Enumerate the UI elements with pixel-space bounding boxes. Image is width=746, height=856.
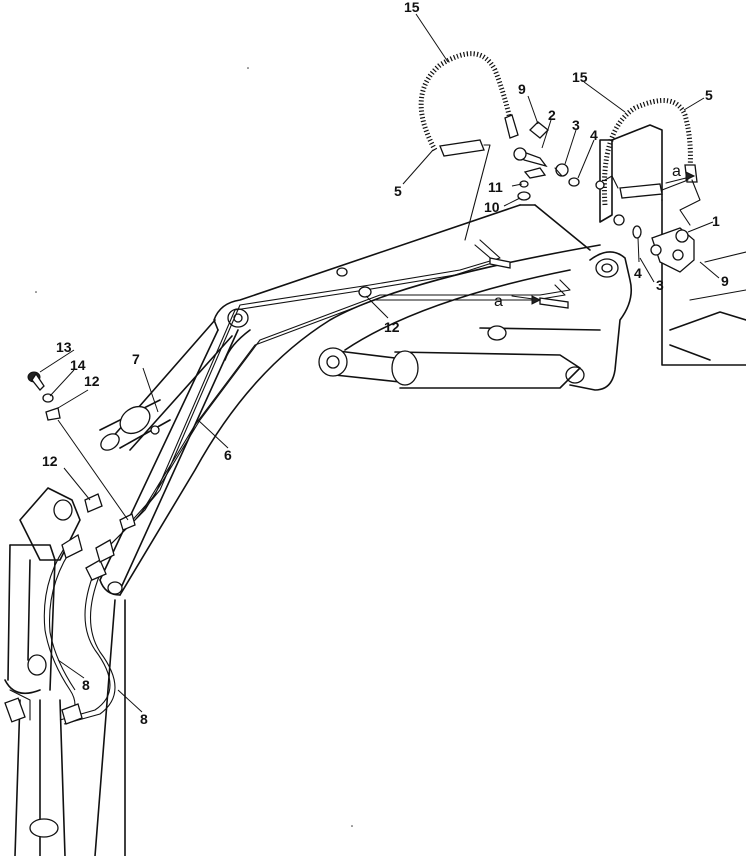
hose-15-left: [418, 51, 519, 241]
callout-10: 10: [484, 199, 500, 215]
callout-15-left: 15: [404, 0, 420, 15]
callout-15-right: 15: [572, 69, 588, 85]
boom-pipes: [99, 239, 571, 556]
callout-12-kit: 12: [84, 373, 100, 389]
callout-11: 11: [488, 179, 503, 195]
lower-hoses-8: [43, 493, 136, 725]
callout-labels: 15 15 5 5 9 9 2 3 3 4 4 11 10 1 a a 12 1…: [42, 0, 729, 727]
arm: [94, 329, 239, 856]
callout-9-top: 9: [518, 81, 526, 97]
callout-a-left: a: [494, 293, 503, 310]
callout-3-right: 3: [656, 277, 664, 293]
leader-lines: [39, 13, 720, 713]
boom: [119, 204, 633, 596]
arm-cylinder: [99, 319, 233, 451]
callout-a-right: a: [672, 163, 681, 180]
attachment-bracket: [4, 487, 81, 856]
fittings-cluster-top: [513, 121, 580, 201]
bolt-kit: [27, 371, 129, 521]
callout-6: 6: [224, 447, 232, 463]
callout-12-arm: 12: [42, 453, 58, 469]
callout-12-boom: 12: [384, 319, 400, 335]
callout-5-right: 5: [705, 87, 713, 103]
callout-9-right: 9: [721, 273, 729, 289]
callout-3-top: 3: [572, 117, 580, 133]
callout-4-right: 4: [634, 265, 642, 281]
fittings-cluster-right: [595, 175, 695, 273]
boom-cylinder: [318, 325, 601, 389]
callout-4-top: 4: [590, 127, 598, 143]
callout-7: 7: [132, 351, 140, 367]
callout-8-lower: 8: [140, 711, 148, 727]
hose-15-right: [601, 97, 701, 226]
scan-specks: [35, 67, 353, 827]
callout-2: 2: [548, 107, 556, 123]
callout-5-left: 5: [394, 183, 402, 199]
callout-13: 13: [56, 339, 72, 355]
callout-8-upper: 8: [82, 677, 90, 693]
callout-14: 14: [70, 357, 86, 373]
callout-1: 1: [712, 213, 720, 229]
connection-arrows: [511, 171, 696, 305]
